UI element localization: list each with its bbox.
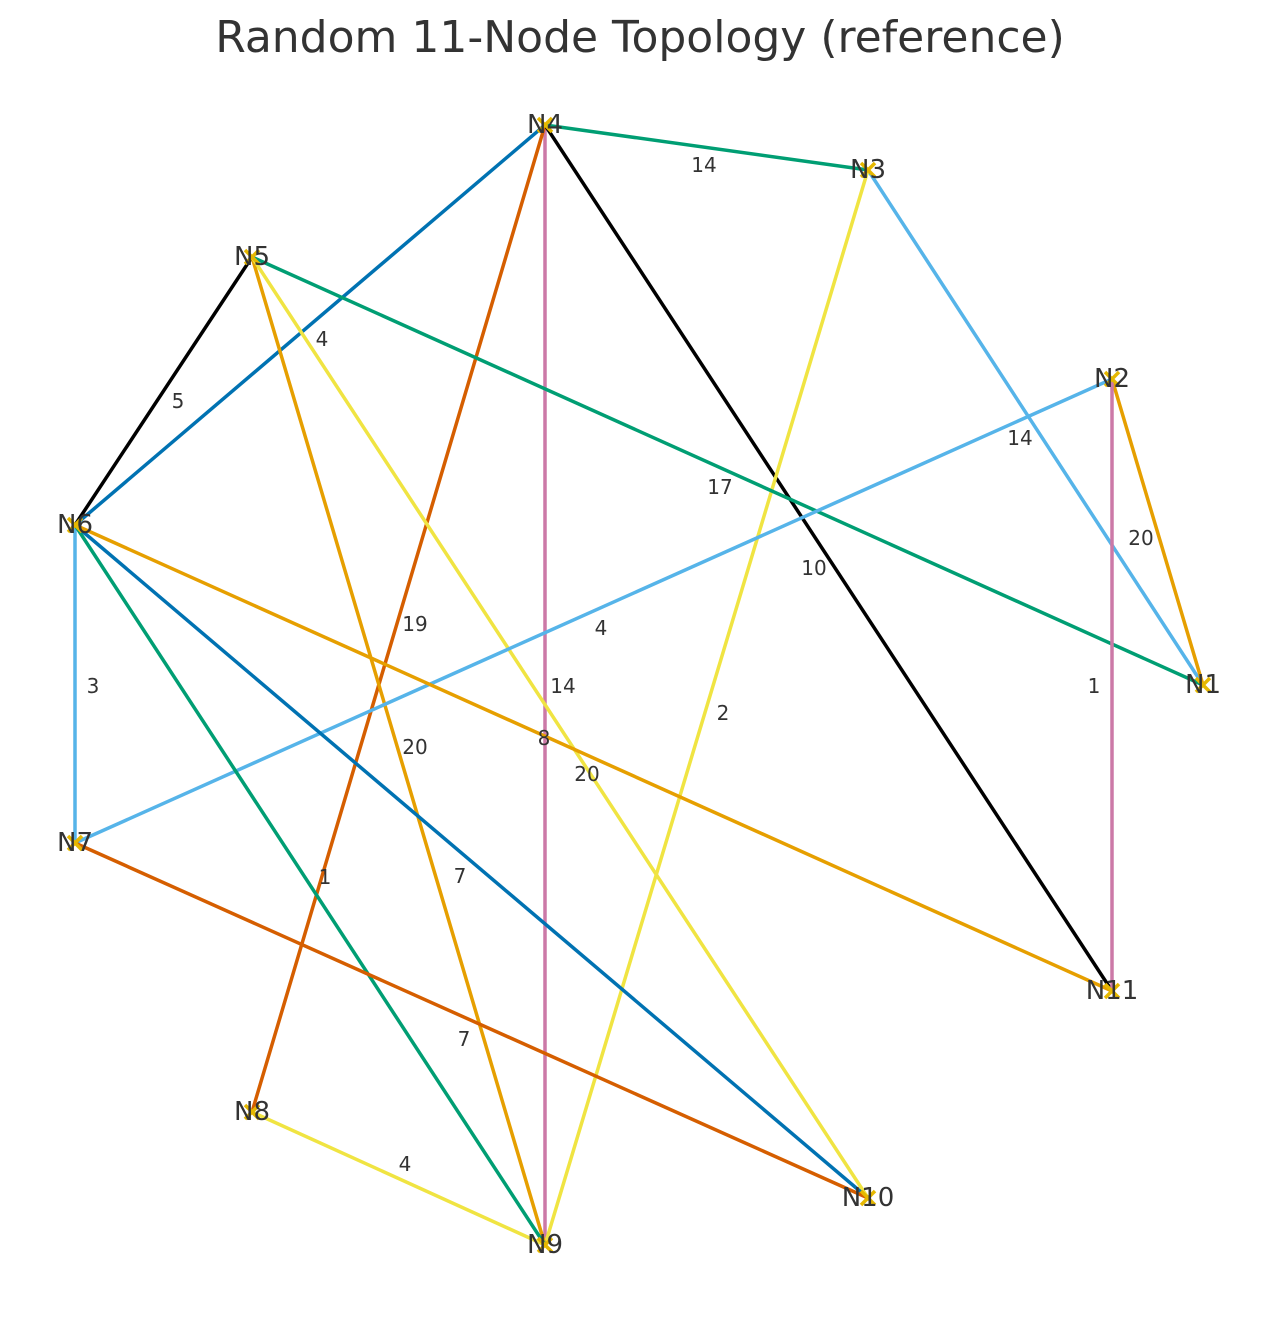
node-label: N7 [57, 828, 93, 858]
edge-n3-n1 [866, 169, 1205, 686]
edge-n8-n9 [251, 1110, 546, 1247]
edge-n2-n1 [1110, 378, 1205, 686]
node-n8: N8 [234, 1097, 270, 1127]
edge-weight-label: 14 [1007, 426, 1032, 450]
edge-n5-n1 [251, 255, 1204, 687]
node-marker [1103, 982, 1121, 1000]
node-marker [536, 116, 554, 134]
edge-weight-label: 5 [172, 389, 185, 413]
node-n5: N5 [234, 242, 270, 272]
edge-weight-label: 20 [1128, 526, 1153, 550]
edge-n4-n6 [73, 123, 547, 527]
edge-weight-label: 14 [691, 153, 716, 177]
node-label: N8 [234, 1097, 270, 1127]
node-marker [859, 161, 877, 179]
edge-weight-label: 8 [538, 726, 551, 750]
node-n4: N4 [527, 110, 563, 140]
node-n7: N7 [57, 828, 93, 858]
graph-title: Random 11-Node Topology (reference) [215, 12, 1065, 63]
edge-weight-label: 4 [316, 327, 329, 351]
edge-weight-label: 2 [717, 701, 730, 725]
edge-n5-n6 [73, 256, 254, 526]
node-label: N3 [850, 155, 886, 185]
edge-n4-n3 [544, 123, 869, 172]
node-marker [243, 1103, 261, 1121]
edge-weight-label: 10 [801, 556, 826, 580]
edge-weight-label: 3 [87, 674, 100, 698]
node-marker [1103, 370, 1121, 388]
node-label: N5 [234, 242, 270, 272]
edge-weight-label: 4 [399, 1152, 412, 1176]
node-label: N2 [1094, 364, 1130, 394]
edge-weight-label: 17 [707, 475, 732, 499]
edge-weight-label: 1 [319, 865, 332, 889]
node-label: N9 [527, 1230, 563, 1260]
edge-n5-n9 [250, 256, 547, 1246]
edge-weight-label: 20 [574, 762, 599, 786]
node-n11: N11 [1086, 976, 1139, 1006]
edge-weight-label: 7 [454, 864, 467, 888]
edges-layer [73, 123, 1205, 1247]
node-marker [1194, 676, 1212, 694]
edge-n5-n10 [250, 256, 870, 1199]
node-label: N10 [842, 1183, 895, 1213]
edge-weight-label: 4 [595, 616, 608, 640]
edge-weight-label: 19 [402, 612, 427, 636]
node-marker [66, 516, 84, 534]
edge-n6-n11 [74, 523, 1113, 993]
edge-n2-n7 [74, 377, 1113, 845]
node-marker [859, 1189, 877, 1207]
edge-n7-n10 [74, 841, 869, 1200]
node-label: N6 [57, 510, 93, 540]
node-label: N11 [1086, 976, 1139, 1006]
node-n9: N9 [527, 1230, 563, 1260]
node-label: N1 [1185, 670, 1221, 700]
node-marker [243, 248, 261, 266]
edge-weight-label: 1 [1088, 674, 1101, 698]
node-n6: N6 [57, 510, 93, 540]
edge-n3-n9 [543, 169, 870, 1246]
edge-n4-n8 [250, 124, 547, 1113]
node-n3: N3 [850, 155, 886, 185]
node-n10: N10 [842, 1183, 895, 1213]
node-marker [66, 834, 84, 852]
node-label: N4 [527, 110, 563, 140]
node-marker [536, 1236, 554, 1254]
node-n1: N1 [1185, 670, 1221, 700]
edge-n6-n10 [73, 523, 870, 1200]
edge-n4-n11 [543, 124, 1114, 992]
node-n2: N2 [1094, 364, 1130, 394]
edge-weight-label: 14 [550, 674, 575, 698]
edge-n6-n9 [73, 524, 547, 1246]
edge-weight-label: 7 [458, 1027, 471, 1051]
edge-weight-label: 20 [402, 735, 427, 759]
